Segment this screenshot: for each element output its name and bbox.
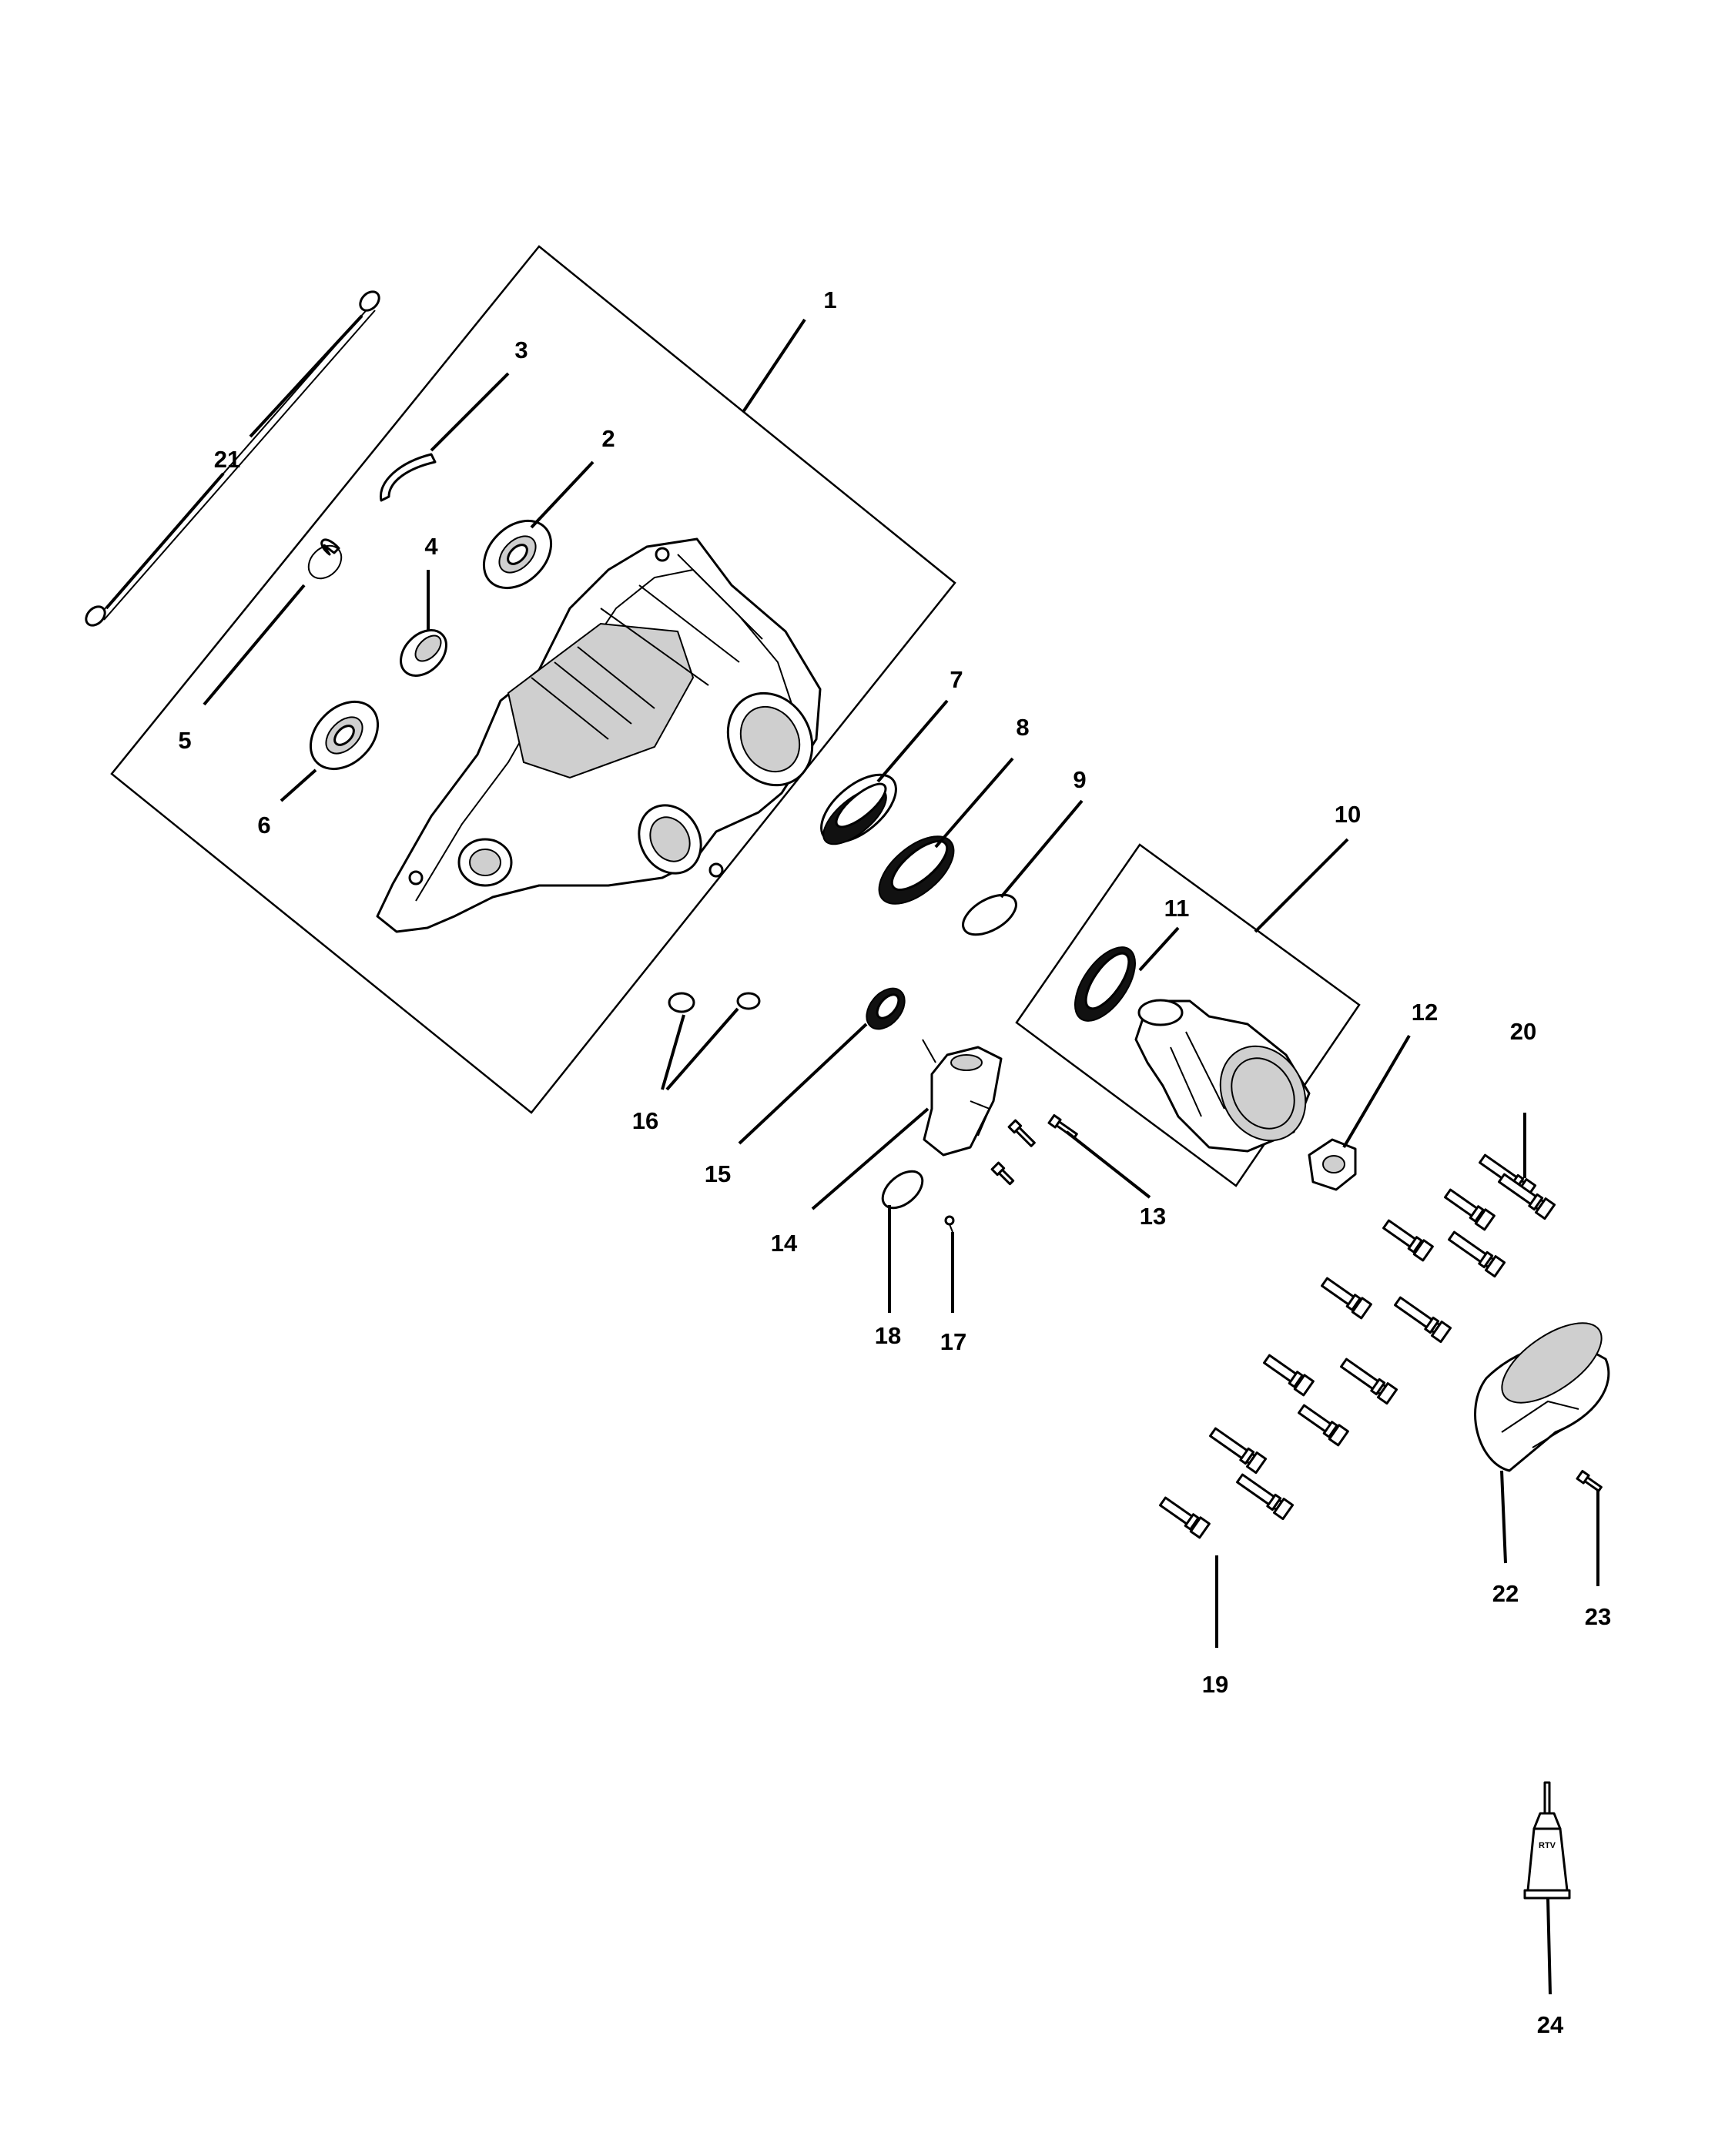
flange-bolt — [1321, 1277, 1372, 1320]
callout-12: 12 — [1412, 999, 1438, 1026]
flange-bolt — [1394, 1296, 1452, 1344]
callout-3: 3 — [514, 336, 528, 363]
flange-bolt — [1159, 1496, 1211, 1539]
bearing-part-6 — [309, 700, 380, 771]
tube-label: RTV — [1539, 1841, 1556, 1850]
callout-15: 15 — [705, 1160, 731, 1187]
gasket-part-18 — [881, 1170, 924, 1210]
seal-part-8 — [878, 835, 955, 905]
callout-18: 18 — [875, 1322, 901, 1349]
dowels-part-16 — [668, 992, 761, 1013]
screw-part-17 — [944, 1215, 955, 1233]
callout-9: 9 — [1073, 766, 1086, 793]
flange-bolt — [1263, 1354, 1315, 1397]
sealant-tube-part-24: RTV — [1523, 1781, 1571, 1900]
cover-part-22 — [1474, 1322, 1610, 1472]
flange-bolt — [1209, 1427, 1268, 1475]
flange-bolt — [1382, 1219, 1434, 1262]
flange-bolt — [1444, 1188, 1496, 1231]
callout-7: 7 — [950, 666, 963, 693]
bolt-part-23 — [1576, 1469, 1603, 1492]
callout-6: 6 — [257, 812, 270, 839]
callout-10: 10 — [1335, 801, 1361, 828]
flange-bolt — [1340, 1358, 1398, 1405]
o-ring-part-9 — [962, 893, 1017, 936]
bushing-part-4 — [400, 629, 447, 677]
bolt-group-13 — [990, 1113, 1078, 1186]
bearing-part-2 — [482, 519, 553, 590]
callout-22: 22 — [1492, 1580, 1519, 1607]
callout-24: 24 — [1537, 2011, 1564, 2038]
callout-8: 8 — [1016, 714, 1029, 741]
flange-bolt — [1236, 1473, 1295, 1521]
snap-ring-part-3 — [379, 453, 437, 502]
callout-5: 5 — [178, 727, 191, 754]
sensor-part-14 — [922, 1039, 1003, 1157]
bolt-group-19-20 — [1159, 1153, 1556, 1539]
callout-labels: 1 2 3 4 5 6 7 8 9 10 11 12 13 14 15 16 1… — [178, 286, 1611, 2038]
flange-bolt — [1298, 1404, 1349, 1447]
callout-21: 21 — [214, 446, 240, 473]
group-box-10 — [1015, 843, 1361, 1187]
flange-bolt — [1498, 1173, 1556, 1220]
nut-part-12 — [1308, 1138, 1357, 1191]
leader-lines — [105, 314, 1599, 1995]
callout-16: 16 — [632, 1107, 658, 1134]
callout-4: 4 — [424, 533, 438, 560]
callout-13: 13 — [1140, 1203, 1166, 1230]
callout-11: 11 — [1164, 895, 1190, 922]
flange-part-10 — [1134, 999, 1311, 1153]
seal-part-15 — [866, 987, 906, 1030]
callout-23: 23 — [1585, 1603, 1611, 1630]
seal-part-7 — [820, 773, 897, 845]
retaining-ring-part-5 — [307, 538, 343, 580]
callout-14: 14 — [771, 1230, 798, 1257]
callout-1: 1 — [823, 286, 836, 313]
seal-part-11 — [1074, 946, 1137, 1022]
callout-17: 17 — [940, 1328, 966, 1355]
case-housing-part-1 — [376, 537, 822, 933]
callout-20: 20 — [1510, 1018, 1536, 1045]
group-box-1 — [110, 245, 956, 1114]
callout-19: 19 — [1202, 1671, 1228, 1698]
callout-2: 2 — [601, 425, 615, 452]
flange-bolt — [1448, 1230, 1506, 1278]
